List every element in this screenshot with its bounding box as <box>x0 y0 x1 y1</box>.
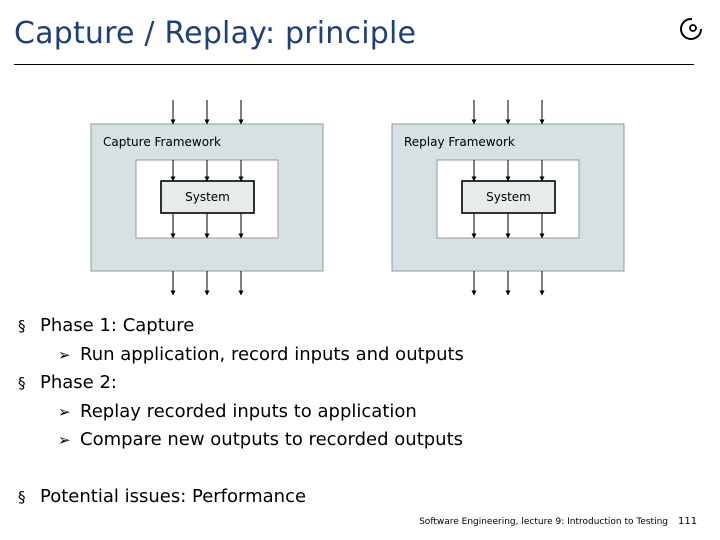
section-bullet-icon: § <box>18 317 26 335</box>
bullet-phase-1: § Phase 1: Capture <box>18 312 464 341</box>
page-number: 111 <box>678 516 698 527</box>
bullet-issues-text: Potential issues: Performance <box>40 485 307 507</box>
university-logo-icon <box>680 18 704 40</box>
section-bullet-icon: § <box>18 487 26 506</box>
bullet-issues: § Potential issues: Performance <box>18 483 464 512</box>
capture-framework: Capture Framework System <box>90 100 324 296</box>
bullet-phase-1-item-text: Run application, record inputs and outpu… <box>80 343 464 365</box>
replay-framework-label: Replay Framework <box>404 135 515 149</box>
replay-framework: Replay Framework System <box>391 100 625 296</box>
replay-system-box <box>461 180 556 214</box>
arrow-bullet-icon: ➢ <box>58 431 71 449</box>
bullet-phase-2-item-text: Compare new outputs to recorded outputs <box>80 429 464 450</box>
bullet-phase-2-text: Phase 2: <box>40 372 117 393</box>
arrow-bullet-icon: ➢ <box>58 345 71 364</box>
capture-framework-label: Capture Framework <box>103 135 221 149</box>
capture-output-arrows <box>170 213 244 296</box>
replay-system-label: System <box>486 190 531 204</box>
title-divider <box>14 64 694 65</box>
bullet-phase-1-text: Phase 1: Capture <box>40 315 195 336</box>
footer-text: Software Engineering, lecture 9: Introdu… <box>419 517 668 527</box>
capture-system-label: System <box>185 190 230 204</box>
replay-output-arrows <box>471 213 545 296</box>
capture-system-box <box>160 180 255 214</box>
replay-input-arrows <box>471 100 545 182</box>
section-bullet-icon: § <box>18 374 26 392</box>
bullet-list: § Phase 1: Capture ➢ Run application, reco… <box>18 312 464 511</box>
bullet-phase-2-item-text: Replay recorded inputs to application <box>80 400 417 422</box>
capture-replay-diagram: Capture Framework System Replay Framewor… <box>90 100 625 296</box>
capture-input-arrows <box>170 100 244 182</box>
bullet-phase-2-item: ➢ Replay recorded inputs to application <box>18 398 464 427</box>
page-title: Capture / Replay: principle <box>14 16 417 51</box>
bullet-phase-1-item: ➢ Run application, record inputs and outp… <box>18 341 464 370</box>
bullet-phase-2-item: ➢ Compare new outputs to recorded outputs <box>18 426 464 455</box>
arrow-bullet-icon: ➢ <box>58 402 71 421</box>
bullet-phase-2: § Phase 2: <box>18 369 464 398</box>
